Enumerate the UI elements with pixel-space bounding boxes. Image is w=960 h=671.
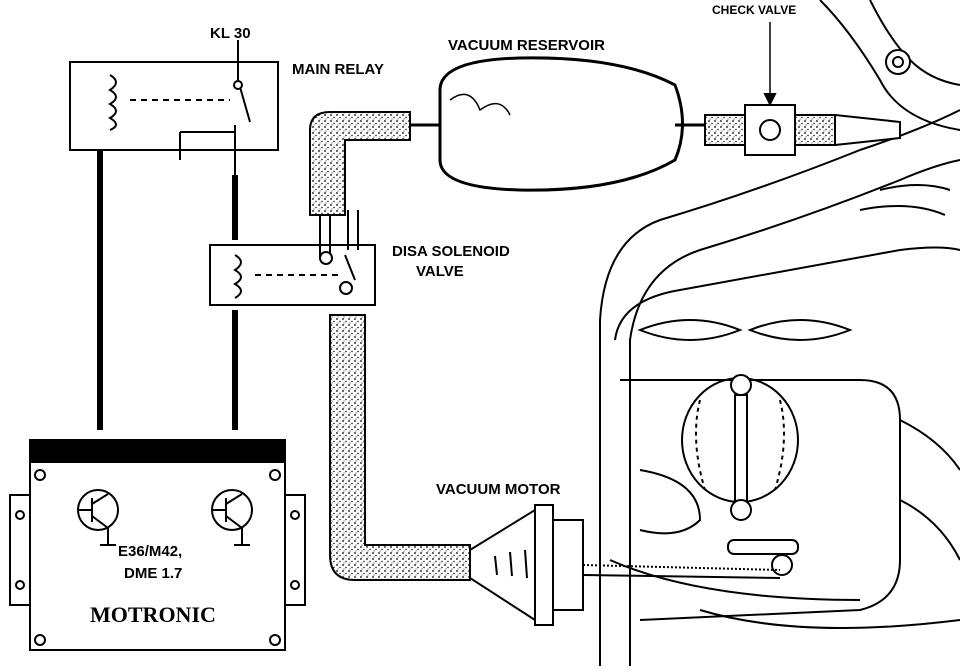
label-ecu-dme: DME 1.7 <box>124 565 182 582</box>
relay-to-ecu-wires <box>97 150 238 430</box>
resonance-flap <box>727 374 799 576</box>
main-relay <box>69 40 279 175</box>
vacuum-reservoir <box>410 56 705 192</box>
label-check-valve: CHECK VALVE <box>712 3 796 17</box>
label-vacuum-motor: VACUUM MOTOR <box>436 481 561 498</box>
intake-manifold <box>599 0 960 666</box>
manifold-bolt <box>885 49 911 75</box>
label-disa-valve: VALVE <box>416 263 464 280</box>
label-main-relay: MAIN RELAY <box>292 61 384 78</box>
label-motronic: MOTRONIC <box>90 602 216 627</box>
label-disa-solenoid: DISA SOLENOID <box>392 243 510 260</box>
vacuum-motor <box>469 504 781 626</box>
check-valve <box>704 22 901 156</box>
vacuum-hose-motor <box>329 314 471 581</box>
label-ecu-model: E36/M42, <box>118 543 182 560</box>
label-kl30: KL 30 <box>210 25 251 42</box>
label-vacuum-reservoir: VACUUM RESERVOIR <box>448 37 605 54</box>
disa-solenoid-valve <box>209 210 376 306</box>
vacuum-hose-reservoir <box>309 111 411 216</box>
motronic-ecu <box>9 439 306 651</box>
